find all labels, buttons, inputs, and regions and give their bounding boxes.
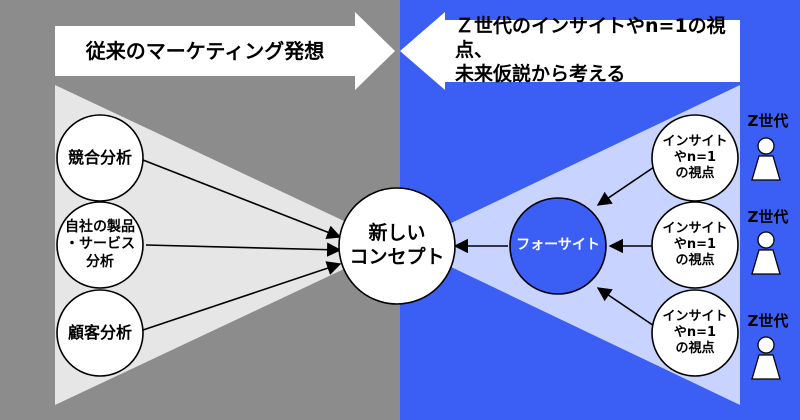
customer-analysis-label: 顧客分析 xyxy=(67,323,132,342)
insight-node-1 xyxy=(651,114,739,202)
left-banner-arrow xyxy=(55,12,395,90)
concept-node xyxy=(338,187,456,305)
customer-node xyxy=(56,289,144,377)
person-icon xyxy=(751,336,781,380)
arrow-customer-to-concept xyxy=(142,261,342,331)
arrow-product-to-concept xyxy=(145,242,342,257)
product-service-analysis-label: 自社の製品 ・サービス 分析 xyxy=(65,218,135,270)
arrow-competitor-to-concept xyxy=(142,159,342,239)
person-icon xyxy=(751,231,781,275)
traditional-marketing-banner: 従来のマーケティング発想 xyxy=(85,38,325,63)
insight-node-3 xyxy=(651,289,739,377)
insight-label-1: インサイト やn=1 の視点 xyxy=(662,133,728,182)
competitor-analysis-label: 競合分析 xyxy=(67,148,132,167)
foresight-label: フォーサイト xyxy=(516,237,600,254)
insight-node-2 xyxy=(651,201,739,289)
arrow-insight1-to-foresight xyxy=(596,162,661,206)
foresight-node xyxy=(509,197,607,295)
arrow-insight3-to-foresight xyxy=(596,287,661,331)
product-node xyxy=(56,201,144,289)
gen-z-label-1: Z世代 xyxy=(747,111,789,130)
gen-z-label-2: Z世代 xyxy=(747,207,789,226)
gen-z-label-3: Z世代 xyxy=(747,311,789,330)
competitor-node xyxy=(56,114,144,202)
person-icon xyxy=(751,137,781,181)
insight-label-3: インサイト やn=1 の視点 xyxy=(662,308,728,357)
right-banner-arrow xyxy=(400,12,740,90)
gen-z-insight-banner: Ｚ世代のインサイトやn=1の視点、 未来仮説から考える xyxy=(455,15,726,85)
new-concept-label: 新しい コンセプト xyxy=(349,222,445,268)
insight-label-2: インサイト やn=1 の視点 xyxy=(662,220,728,269)
